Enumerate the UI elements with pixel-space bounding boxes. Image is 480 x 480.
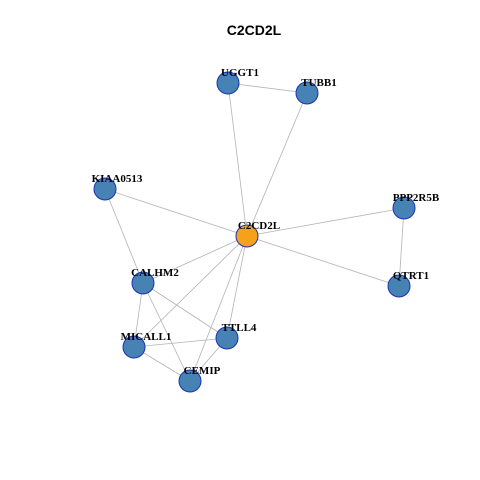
- node-label-tubb1: TUBB1: [301, 77, 336, 89]
- edges-layer: [104, 82, 405, 382]
- node-label-kiaa0513: KIAA0513: [92, 173, 143, 185]
- node-label-qtrt1: QTRT1: [393, 270, 429, 282]
- node-kiaa0513: [93, 177, 117, 201]
- node-label-calhm2: CALHM2: [131, 267, 179, 279]
- node-tubb1: [295, 81, 319, 105]
- node-label-ttll4: TTLL4: [222, 322, 257, 334]
- edge-tubb1-c2cd2l: [246, 92, 308, 237]
- node-label-cemip: CEMIP: [184, 365, 221, 377]
- edge-micall1-ttll4: [133, 337, 228, 348]
- edge-calhm2-c2cd2l: [142, 235, 248, 284]
- edge-kiaa0513-calhm2: [104, 188, 144, 284]
- diagram-title: C2CD2L: [227, 22, 282, 38]
- edge-uggt1-tubb1: [227, 82, 308, 94]
- edge-micall1-c2cd2l: [133, 235, 248, 348]
- edge-ppp2r5b-qtrt1: [398, 207, 405, 287]
- edge-ttll4-c2cd2l: [226, 235, 248, 339]
- edge-cemip-c2cd2l: [189, 235, 248, 382]
- node-calhm2: [131, 271, 155, 295]
- edge-calhm2-ttll4: [142, 282, 228, 339]
- edge-kiaa0513-c2cd2l: [104, 188, 248, 237]
- edge-ppp2r5b-c2cd2l: [246, 207, 405, 237]
- edge-uggt1-c2cd2l: [227, 82, 248, 237]
- node-label-uggt1: UGGT1: [221, 67, 259, 79]
- node-label-micall1: MICALL1: [121, 331, 172, 343]
- node-qtrt1: [387, 274, 411, 298]
- node-ppp2r5b: [392, 196, 416, 220]
- node-label-c2cd2l: C2CD2L: [238, 220, 280, 232]
- nodes-layer: [93, 71, 416, 393]
- node-micall1: [122, 335, 146, 359]
- node-c2cd2l: [235, 224, 259, 248]
- edge-qtrt1-c2cd2l: [246, 235, 400, 287]
- node-label-ppp2r5b: PPP2R5B: [393, 192, 440, 204]
- edge-calhm2-cemip: [142, 282, 191, 382]
- node-cemip: [178, 369, 202, 393]
- node-ttll4: [215, 326, 239, 350]
- node-uggt1: [216, 71, 240, 95]
